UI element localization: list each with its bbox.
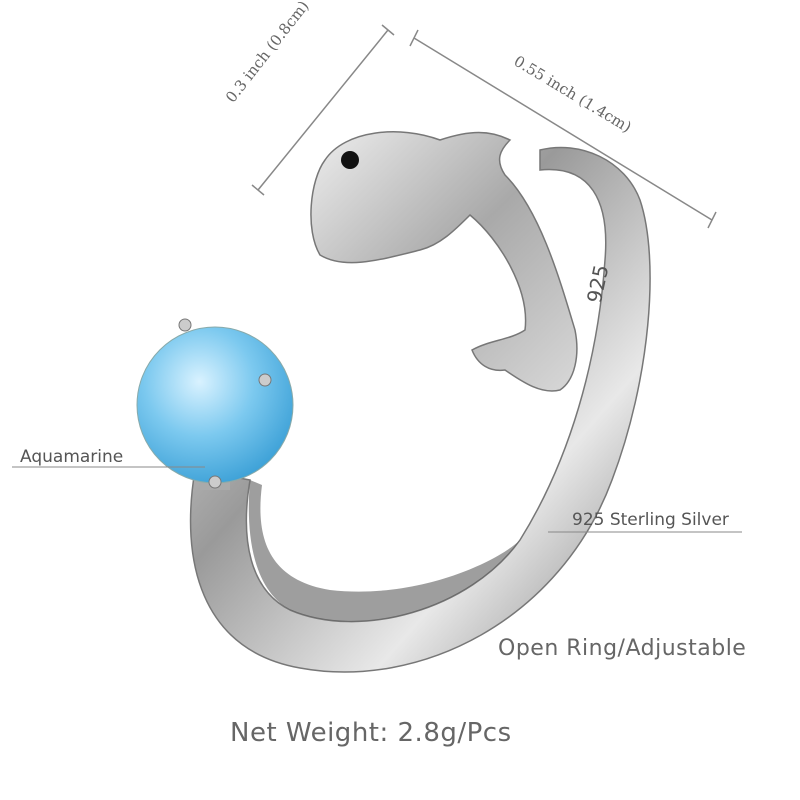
aquamarine-gem xyxy=(136,326,294,484)
gem-setting xyxy=(136,318,294,490)
dolphin-eye xyxy=(341,151,359,169)
ring-band xyxy=(189,146,651,673)
aquamarine-label: Aquamarine xyxy=(20,447,124,467)
width-dimension-line xyxy=(409,29,717,229)
sterling-silver-label: 925 Sterling Silver xyxy=(572,510,729,530)
open-ring-label: Open Ring/Adjustable xyxy=(498,636,747,661)
dolphin-charm xyxy=(310,131,578,392)
height-dimension-line xyxy=(251,24,395,196)
net-weight-label: Net Weight: 2.8g/Pcs xyxy=(230,718,512,748)
